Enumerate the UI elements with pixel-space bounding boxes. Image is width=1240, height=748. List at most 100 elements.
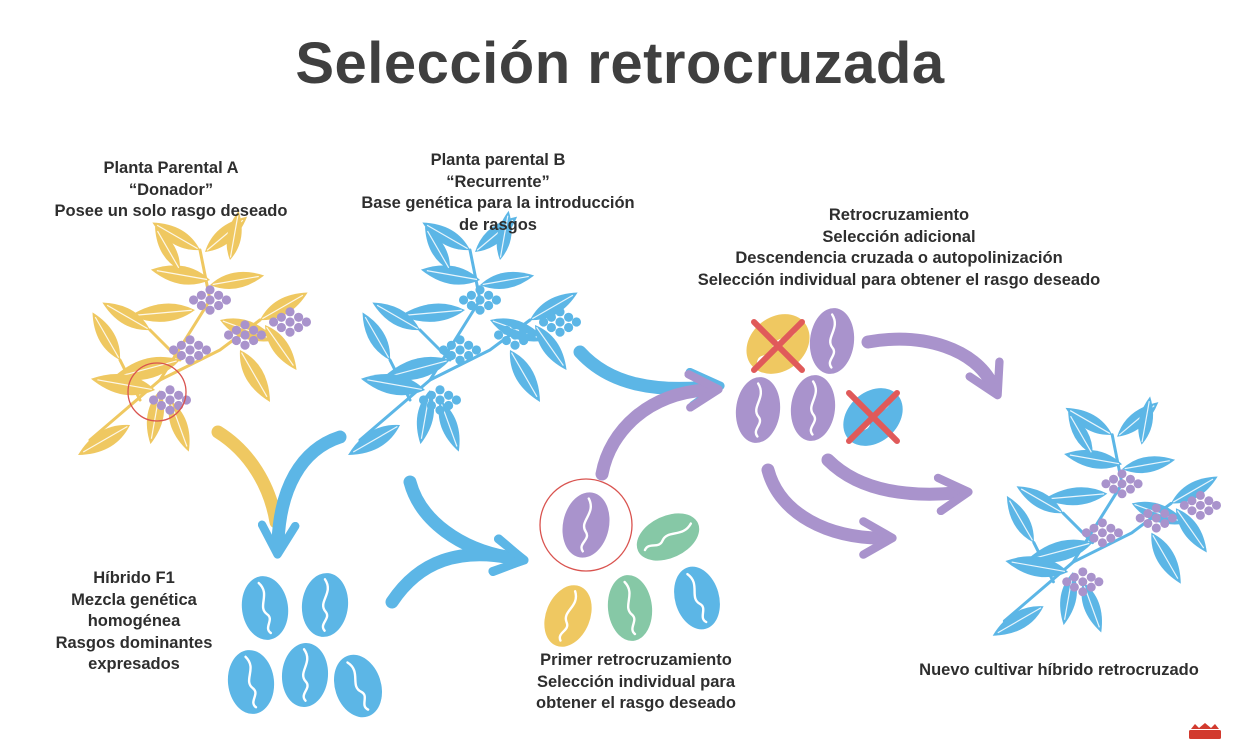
coffee-cherry-icon [564,322,574,333]
coffee-cherry-icon [464,350,474,361]
coffee-cherry-icon [214,300,224,311]
coffee-cherry-icon [205,305,215,315]
coffee-cherry-icon [176,340,186,350]
coffee-cherry-icon [205,295,215,305]
parent-b-label: Planta parental B “Recurrente” Base gené… [337,150,659,236]
coffee-cherry-icon [1078,587,1088,597]
parent-a-line: Planta Parental A [103,159,239,177]
coffee-cherry-icon [294,312,304,322]
coffee-cherry-icon [446,340,456,350]
new-cultivar-line: Nuevo cultivar híbrido retrocruzado [919,661,1199,679]
coffee-cherry-icon [1125,484,1135,494]
coffee-cherry-icon [1097,518,1107,528]
coffee-cherry-icon [475,295,485,305]
coffee-cherry-icon [249,335,259,346]
cross-mark-icon [846,390,900,444]
coffee-cherry-icon [231,335,241,346]
coffee-cherry-icon [555,327,565,337]
coffee-cherry-icon [1195,490,1205,500]
coffee-cherry-icon [185,335,195,345]
coffee-cherry-icon [1086,572,1096,582]
coffee-cherry-icon [256,330,267,340]
coffee-bean-icon [674,566,720,630]
backcross-label: Retrocruzamiento Selección adicional Des… [664,205,1134,291]
new-cultivar-label: Nuevo cultivar híbrido retrocruzado [886,660,1232,682]
coffee-cherry-icon [185,345,195,355]
coffee-bean-icon [301,573,349,637]
coffee-cherry-icon [464,340,474,350]
coffee-cherry-icon [451,395,462,405]
coffee-cherry-icon [1097,528,1107,538]
cross-mark-icon [751,319,805,373]
coffee-bean-icon [227,650,275,714]
coffee-cherry-icon [1125,474,1135,484]
f1-line: Híbrido F1 [93,569,175,587]
arrow-icon [403,475,529,577]
coffee-cherry-icon [510,340,520,350]
f1-line: homogénea [87,612,181,630]
coffee-cherry-icon [1094,577,1104,587]
coffee-cherry-icon [1089,533,1099,543]
coffee-cherry-icon [156,400,166,411]
coffee-cherry-icon [1151,513,1161,523]
coffee-cherry-icon [1204,506,1214,516]
coffee-cherry-icon [1143,508,1153,519]
coffee-cherry-icon [185,355,195,365]
coffee-cherry-icon [205,285,215,295]
coffee-cherry-icon [231,325,241,335]
coffee-cherry-icon [501,325,511,335]
coffee-cherry-icon [196,300,206,311]
f1-label: Híbrido F1 Mezcla genética homogénea Ras… [36,568,232,676]
f1-line: expresados [88,655,180,673]
first-backcross-line: Primer retrocruzamiento [540,651,732,669]
coffee-cherry-icon [426,400,436,411]
coffee-cherry-icon [1086,582,1096,592]
coffee-cherry-icon [484,290,494,300]
coffee-cherry-icon [1101,479,1111,489]
coffee-cherry-icon [1167,513,1177,523]
coffee-cherry-icon [484,300,494,311]
coffee-cherry-icon [1187,506,1197,516]
coffee-cherry-icon [546,312,556,322]
parent-b-line: Base genética para la introducción [361,194,635,212]
coffee-cherry-icon [444,400,454,411]
coffee-cherry-icon [438,345,449,355]
coffee-cherry-icon [555,317,565,327]
coffee-cherry-icon [1097,538,1107,548]
f1-line: Mezcla genética [71,590,197,609]
arrow-icon [573,345,725,410]
coffee-cherry-icon [475,285,485,295]
coffee-cherry-icon [426,390,436,400]
coffee-cherry-icon [564,312,574,322]
coffee-cherry-icon [1204,496,1214,506]
coffee-bean-icon [790,375,836,441]
coffee-cherry-icon [501,335,511,346]
coffee-cherry-icon [491,295,502,305]
coffee-cherry-icon [466,290,476,300]
coffee-cherry-icon [1143,518,1153,528]
coffee-cherry-icon [475,305,485,315]
coffee-cherry-icon [294,322,304,333]
coffee-cherry-icon [1135,513,1145,523]
coffee-cherry-icon [285,327,295,337]
coffee-cherry-icon [555,307,565,317]
new-cultivar-plant-icon [992,396,1222,636]
coffee-bean-icon [809,308,855,374]
coffee-cherry-icon [1069,572,1079,582]
f1-line: Rasgos dominantes [55,633,213,652]
coffee-cherry-icon [165,385,175,395]
coffee-bean-icon [544,585,592,647]
parent-a-plant-icon [78,210,312,455]
coffee-cherry-icon [455,345,465,355]
coffee-cherry-icon [276,322,286,333]
coffee-bean-icon [333,654,383,718]
coffee-cherry-icon [1117,479,1127,489]
coffee-cherry-icon [174,390,184,400]
coffee-cherry-icon [519,325,529,335]
selection-circle-icon [127,362,187,422]
backcross-line: Selección adicional [822,227,976,246]
parent-b-plant-icon [348,210,582,455]
coffee-bean-icon [281,643,329,707]
coffee-cherry-icon [1089,523,1099,533]
